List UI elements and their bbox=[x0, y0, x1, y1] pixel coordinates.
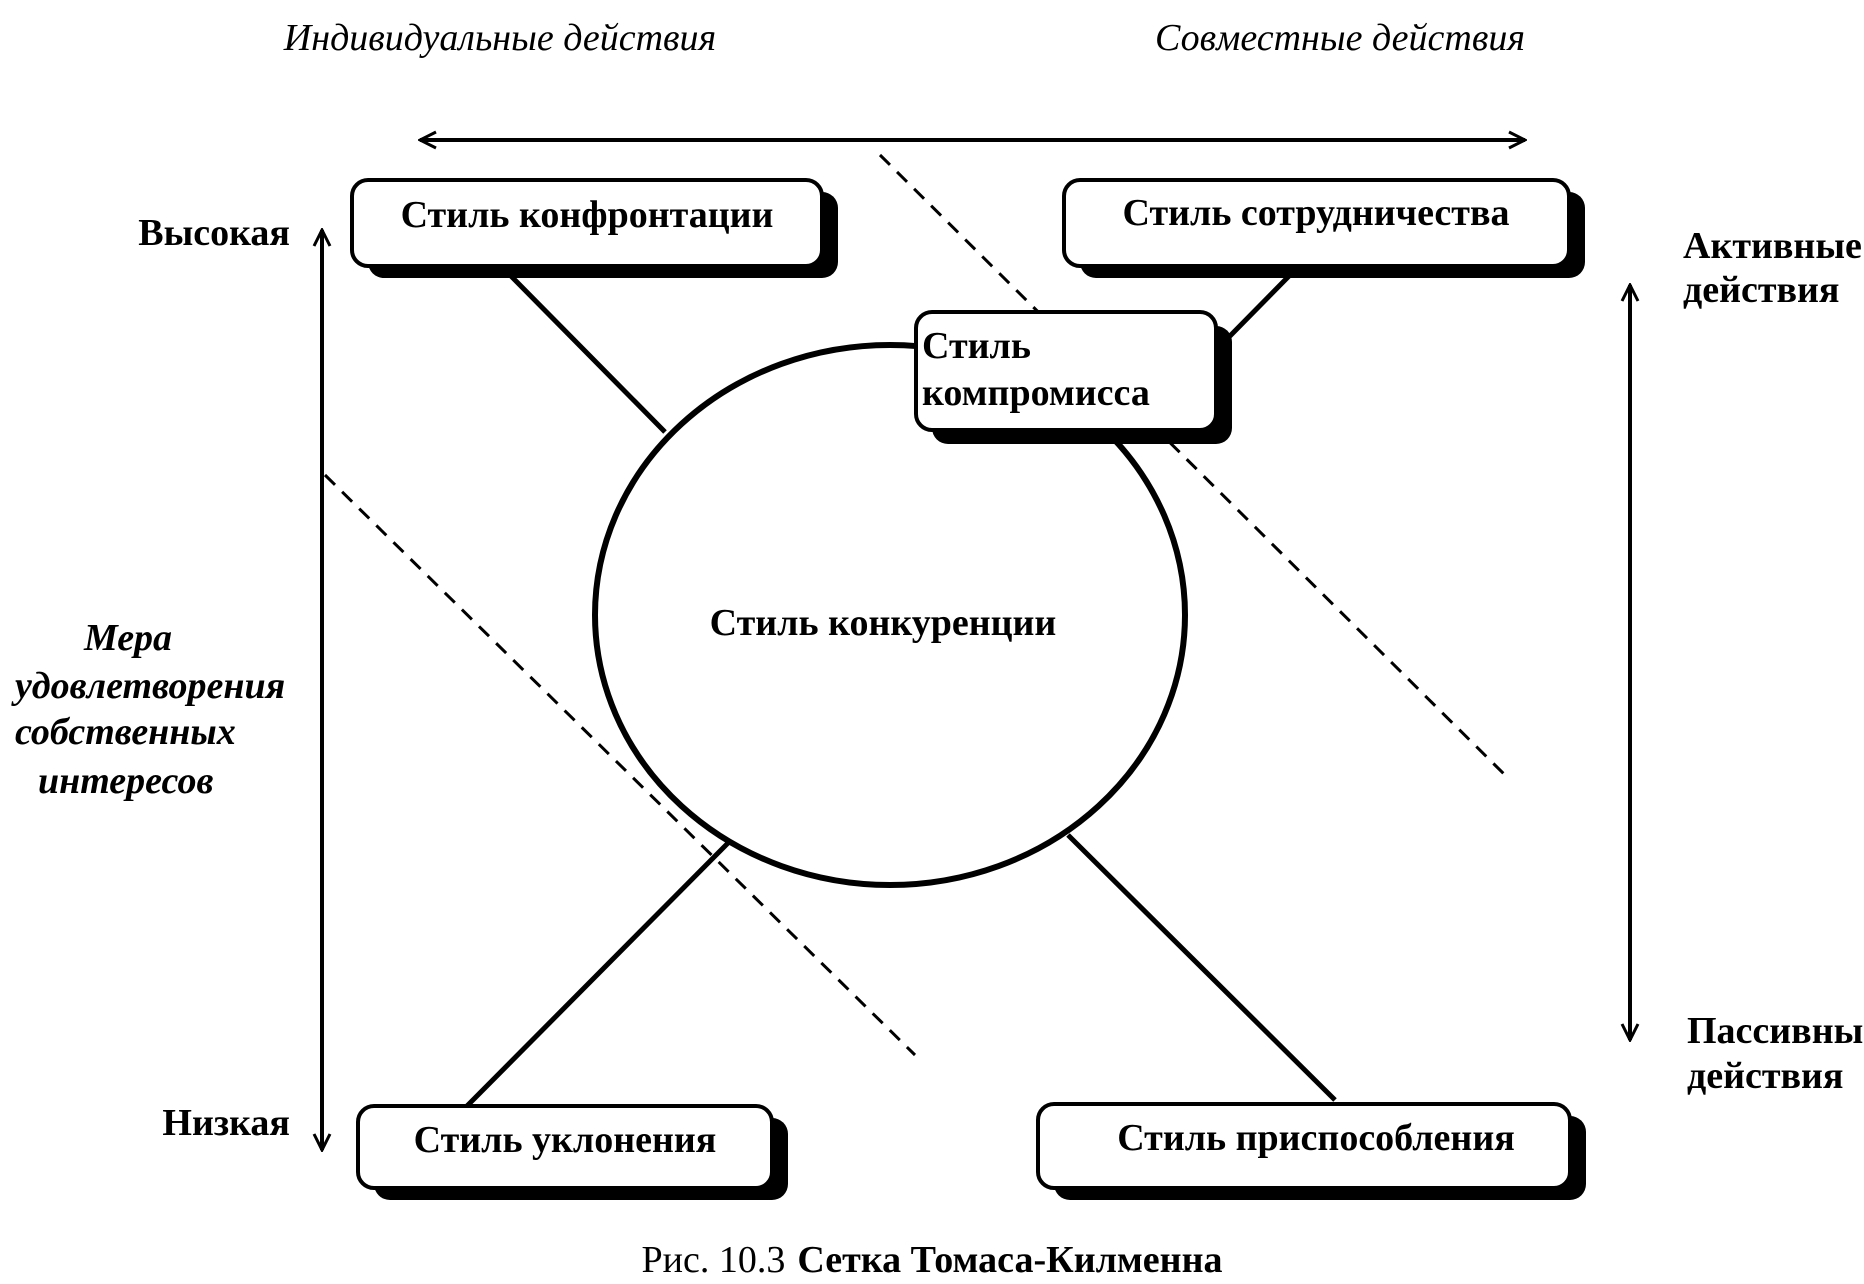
style-accommodation-box: Стиль приспособления bbox=[1036, 1102, 1586, 1200]
right-axis-active-line2: действия bbox=[1683, 269, 1840, 311]
header-joint-actions: Совместные действия bbox=[1155, 17, 1525, 59]
left-axis-low-label: Низкая bbox=[162, 1102, 290, 1144]
style-confrontation-box: Стиль конфронтации bbox=[350, 178, 838, 278]
right-axis-passive-line1: Пассивны bbox=[1687, 1010, 1863, 1052]
style-avoidance-box: Стиль уклонения bbox=[356, 1104, 788, 1200]
connector-confrontation bbox=[508, 273, 667, 434]
figure-caption-title: Сетка Томаса-Килменна bbox=[797, 1239, 1222, 1281]
header-individual-actions: Индивидуальные действия bbox=[283, 17, 716, 59]
connector-accommodation bbox=[1066, 833, 1337, 1102]
dashed-divider-upper bbox=[878, 153, 1512, 782]
style-compromise-line2: компромисса bbox=[922, 372, 1150, 414]
style-avoidance-label: Стиль уклонения bbox=[414, 1119, 717, 1161]
style-compromise-line1: Стиль bbox=[922, 325, 1031, 367]
right-axis-passive-line2: действия bbox=[1687, 1055, 1844, 1097]
style-accommodation-label: Стиль приспособления bbox=[1117, 1117, 1515, 1159]
style-competition-label: Стиль конкуренции bbox=[710, 602, 1057, 644]
left-axis-title-line2: удовлетворения bbox=[11, 665, 285, 707]
left-axis-high-label: Высокая bbox=[138, 212, 290, 254]
connector-avoidance bbox=[463, 841, 730, 1110]
left-axis-title-line3: собственных bbox=[15, 711, 236, 753]
right-axis-active-line1: Активные bbox=[1683, 225, 1862, 267]
left-axis-title-line1: Мера bbox=[83, 617, 172, 659]
left-axis-title: Мера удовлетворения собственных интересо… bbox=[11, 617, 285, 802]
style-cooperation-label: Стиль сотрудничества bbox=[1123, 192, 1510, 234]
dashed-divider-lower bbox=[323, 473, 917, 1057]
connector-cooperation bbox=[1226, 273, 1292, 340]
left-axis-title-line4: интересов bbox=[38, 760, 213, 802]
style-confrontation-label: Стиль конфронтации bbox=[401, 194, 774, 236]
style-cooperation-box: Стиль сотрудничества bbox=[1062, 178, 1585, 278]
right-axis-passive-label: Пассивны действия bbox=[1687, 1010, 1863, 1097]
right-axis-active-label: Активные действия bbox=[1683, 225, 1862, 311]
figure-caption: Рис. 10.3 Сетка Томаса-Килменна bbox=[642, 1239, 1223, 1281]
figure-caption-number: Рис. 10.3 bbox=[642, 1239, 786, 1281]
style-compromise-box: Стиль компромисса bbox=[914, 310, 1232, 444]
competition-circle bbox=[592, 342, 1188, 888]
